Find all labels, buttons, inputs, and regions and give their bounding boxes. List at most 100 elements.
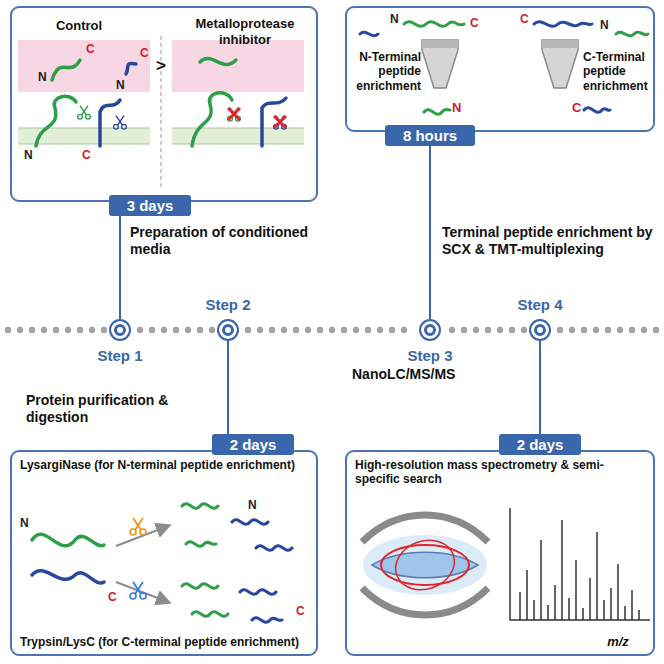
digestion-art	[256, 546, 292, 551]
timeline-dot	[245, 327, 251, 333]
duration-tab: 2 days	[212, 434, 295, 455]
panel-box: High-resolution mass spectrometry & semi…	[345, 450, 655, 656]
digestion-art	[130, 518, 146, 535]
timeline-dot	[209, 327, 215, 333]
panel-text: m/z	[593, 634, 643, 650]
timeline-dot	[17, 327, 23, 333]
timeline-dot	[461, 327, 467, 333]
mass-spectrum	[520, 520, 639, 620]
conditioned-media-art	[18, 40, 150, 92]
conditioned-media-art	[228, 108, 240, 120]
duration-tab: 3 days	[109, 195, 192, 216]
timeline-dot	[185, 327, 191, 333]
enrichment-art	[422, 40, 458, 48]
timeline-connector	[119, 216, 121, 319]
terminus-letter: N	[20, 516, 29, 530]
timeline-dot	[377, 327, 383, 333]
timeline-dot	[5, 327, 11, 333]
timeline-dot	[269, 327, 275, 333]
conditioned-media-art	[274, 116, 286, 128]
enrichment-art	[542, 40, 578, 48]
enrichment-art	[422, 40, 458, 88]
digestion-art	[186, 542, 216, 547]
panel-text: Control	[24, 18, 134, 34]
timeline-dot	[281, 327, 287, 333]
conditioned-media-art	[18, 36, 304, 190]
timeline-dot	[497, 327, 503, 333]
timeline-dot	[617, 327, 623, 333]
timeline-dot	[593, 327, 599, 333]
timeline-dot	[353, 327, 359, 333]
step-label: Step 2	[205, 296, 250, 313]
step-marker: Step 3	[419, 319, 441, 341]
conditioned-media-art	[192, 93, 232, 146]
timeline-dot	[173, 327, 179, 333]
timeline-dot	[65, 327, 71, 333]
terminus-letter: C	[296, 604, 305, 618]
timeline-dot	[53, 327, 59, 333]
step-marker: Step 2	[217, 319, 239, 341]
timeline-dot	[485, 327, 491, 333]
tab-text: 3 days	[127, 197, 174, 214]
timeline-dot	[557, 327, 563, 333]
mass-spectrum	[510, 508, 650, 620]
step-label: Step 1	[97, 347, 142, 364]
terminus-letter: N	[390, 12, 399, 26]
timeline-dot	[293, 327, 299, 333]
timeline-connector	[539, 341, 541, 434]
digestion-art	[182, 504, 218, 509]
tab-text: 2 days	[517, 436, 564, 453]
timeline-dot	[509, 327, 515, 333]
orbitrap-art	[363, 535, 487, 595]
digestion-art	[232, 520, 268, 525]
orbitrap-art	[381, 545, 469, 585]
digestion-art	[182, 584, 218, 589]
timeline-dot	[389, 327, 395, 333]
timeline-dot	[581, 327, 587, 333]
enrichment-art	[534, 22, 592, 27]
step-caption: Protein purification & digestion	[26, 392, 216, 426]
conditioned-media-art	[100, 100, 120, 146]
digestion-art	[192, 612, 228, 617]
enrichment-art	[542, 40, 578, 88]
terminus-letter: N	[24, 148, 33, 162]
timeline-dot	[569, 327, 575, 333]
timeline-dot	[257, 327, 263, 333]
orbitrap-art	[362, 515, 488, 615]
terminus-letter: C	[108, 590, 117, 604]
duration-tab: 2 days	[499, 434, 582, 455]
terminus-letter: C	[86, 42, 95, 56]
enrichment-art	[404, 22, 464, 27]
timeline-dot	[101, 327, 107, 333]
digestion-art	[32, 534, 104, 546]
enrichment-art	[360, 32, 378, 35]
digestion-art	[130, 582, 146, 599]
timeline-dot	[401, 327, 407, 333]
panel-text: LysargiNase (for N-terminal peptide enri…	[20, 458, 310, 472]
digestion-art	[116, 582, 168, 602]
timeline-dot	[197, 327, 203, 333]
step-caption: NanoLC/MS/MS	[352, 366, 455, 383]
orbitrap-art	[389, 532, 462, 598]
conditioned-media-art	[18, 128, 150, 129]
timeline-dot	[365, 327, 371, 333]
terminus-letter: N	[116, 78, 125, 92]
timeline-dot	[629, 327, 635, 333]
timeline-dot	[149, 327, 155, 333]
duration-tab: 8 hours	[385, 125, 475, 146]
terminus-letter: C	[140, 46, 149, 60]
conditioned-media-art	[52, 60, 80, 80]
conditioned-media-art	[262, 98, 286, 146]
terminus-letter: N	[452, 100, 461, 116]
digestion-art	[32, 504, 292, 623]
timeline-dot	[329, 327, 335, 333]
timeline-dot	[521, 327, 527, 333]
step-label: Step 4	[517, 296, 562, 313]
terminus-letter: N	[38, 70, 47, 84]
step-marker: Step 4	[529, 319, 551, 341]
conditioned-media-art	[126, 63, 136, 74]
step-caption: >	[156, 56, 166, 76]
step-marker: Step 1	[109, 319, 131, 341]
panel-text: N-Terminal peptide enrichment	[351, 50, 421, 93]
timeline-dot	[161, 327, 167, 333]
